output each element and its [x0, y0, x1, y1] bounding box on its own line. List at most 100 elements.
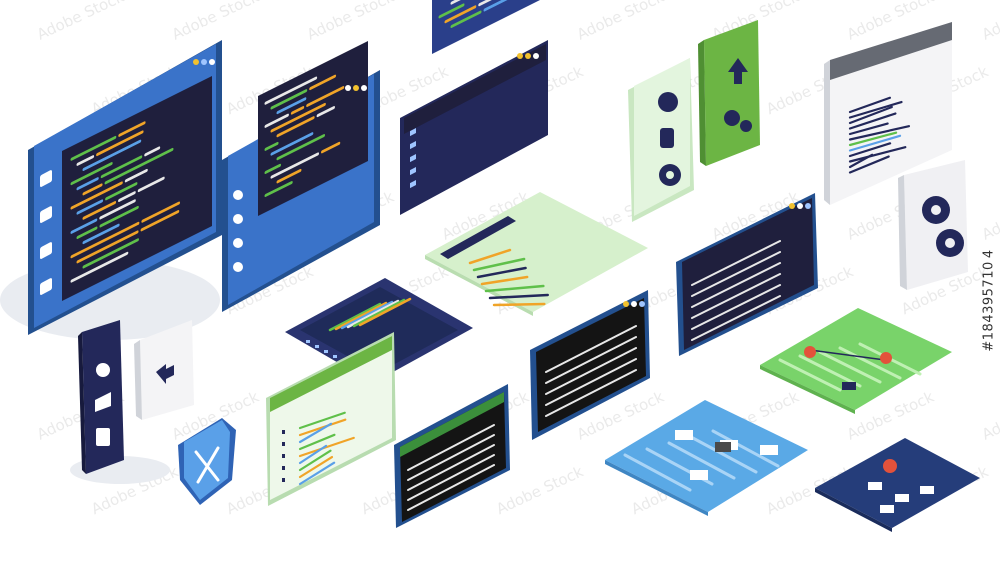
stock-id-text: #184395710 ​4: [981, 248, 997, 352]
settings-icon: [724, 110, 740, 126]
sheet-row: [476, 266, 527, 279]
terminal-panel: [536, 298, 646, 432]
code-line: [118, 121, 146, 137]
window-dot: [193, 59, 199, 65]
code-line: [76, 230, 139, 264]
editor-body: [432, 0, 540, 54]
editor-body: [258, 41, 368, 216]
window-dot: [361, 85, 367, 91]
document-icon: [233, 214, 243, 224]
sidebar-tick: [282, 430, 285, 434]
window-dot: [797, 203, 803, 209]
code-line: [118, 191, 136, 202]
terminal-row: [407, 464, 495, 511]
terminal-row: [545, 358, 637, 406]
sidebar-tick: [410, 180, 416, 189]
code-line: [140, 210, 180, 232]
tag-face: [704, 20, 760, 166]
code-line: [264, 163, 281, 174]
map-road: [798, 354, 862, 388]
settings-icon-hole: [666, 171, 674, 179]
code-line: [276, 134, 326, 161]
sidebar-tick: [282, 454, 285, 458]
map-node: [760, 445, 778, 455]
sidebar-tick: [315, 345, 319, 348]
window-dot: [525, 53, 531, 59]
terminal-row: [407, 424, 495, 471]
code-line: [444, 5, 477, 24]
sheet-row: [472, 257, 526, 272]
code-line: [450, 10, 482, 28]
code-line: [70, 251, 129, 283]
terminal-row: [691, 295, 781, 341]
window-dot: [631, 301, 637, 307]
settings-card: [898, 160, 968, 290]
home-icon: [728, 58, 748, 84]
vertical-toolbar: [70, 320, 170, 484]
sheet-row: [492, 302, 546, 307]
terminal-row: [545, 325, 637, 373]
map-sheet: [760, 308, 952, 410]
map-node: [920, 486, 934, 494]
code-editor-window-green: [266, 332, 396, 506]
map-edge: [815, 488, 892, 532]
browser-window-light: [824, 22, 952, 205]
code-editor-window-small: [400, 0, 548, 215]
map-node: [880, 505, 894, 513]
code-line: [70, 181, 123, 210]
titlebar: [400, 392, 504, 457]
map-road: [711, 429, 780, 468]
map-blue: [605, 400, 808, 516]
text-row: [848, 131, 898, 147]
code-line: [82, 139, 142, 171]
code-line: [450, 0, 467, 5]
tools-icon: [196, 446, 220, 484]
sidebar-tick: [410, 141, 416, 150]
tag-panel-green: [698, 20, 760, 166]
sheet-row: [480, 275, 529, 286]
map-node: [895, 494, 909, 502]
code-line: [70, 218, 98, 234]
code-line: [104, 147, 174, 185]
terminal-window-center: [530, 290, 650, 440]
shield-badge: [178, 418, 236, 505]
terminal-row: [545, 336, 637, 384]
swap-card: [134, 320, 194, 420]
code-line: [298, 461, 336, 486]
map-node: [842, 382, 856, 390]
document-icon: [40, 206, 52, 223]
watermark-text: Adobe Stock: [304, 0, 397, 44]
stock-id-label: #184395710 ​4: [980, 150, 998, 450]
flat-document-green: [425, 192, 648, 316]
sidebar-tick: [333, 355, 337, 358]
text-row: [848, 155, 890, 174]
code-line: [334, 301, 388, 331]
terminal-window-large: [676, 193, 818, 356]
window-dot: [789, 203, 795, 209]
window-dot: [345, 85, 351, 91]
flat-editor-navy: [285, 278, 473, 383]
code-line: [82, 183, 103, 196]
play-icon: [40, 242, 52, 259]
code-line: [70, 162, 113, 186]
terminal-window-bottom: [394, 384, 510, 528]
sidebar-tick: [282, 466, 285, 470]
document-icon: [96, 428, 110, 446]
watermark-text: Adobe Stock: [574, 0, 667, 44]
tag-panel-pale: [628, 58, 694, 222]
watermark-text: Adobe Stock: [169, 0, 262, 44]
settings-icon-small: [740, 120, 752, 132]
code-line: [82, 201, 117, 220]
code-line: [358, 297, 412, 327]
code-line: [298, 411, 346, 430]
code-line: [298, 433, 336, 451]
map-node: [690, 470, 708, 480]
code-line: [270, 132, 314, 156]
text-row: [848, 112, 897, 130]
terminal-row: [691, 251, 781, 297]
sidebar-tick: [410, 154, 416, 163]
editor-panel: [62, 76, 212, 301]
code-line: [290, 106, 305, 115]
code-line: [276, 168, 302, 184]
sidebar-tick: [306, 340, 310, 343]
